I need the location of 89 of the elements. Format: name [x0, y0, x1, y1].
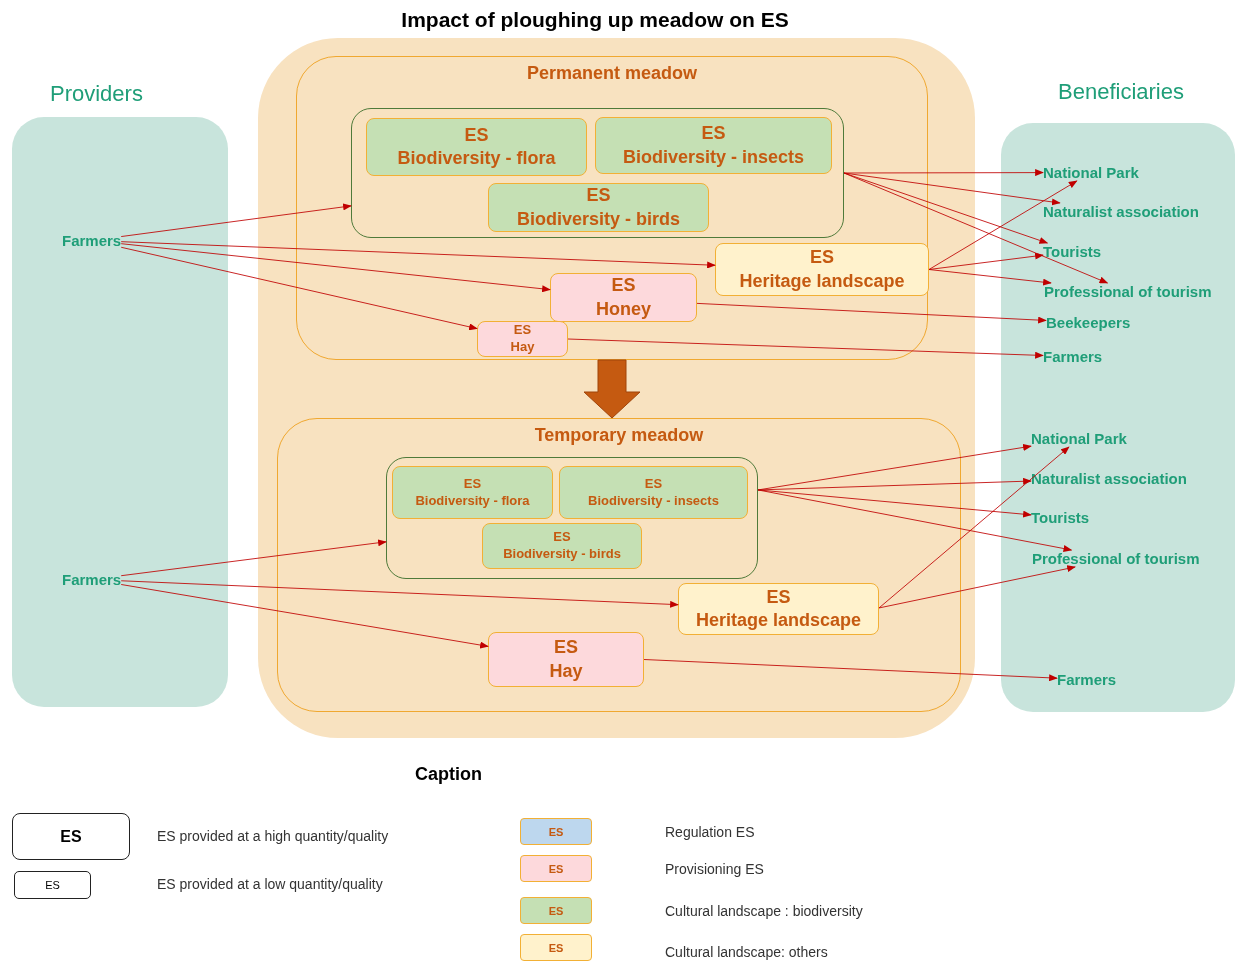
service-code: ES — [464, 123, 489, 147]
legend-heading: Caption — [415, 764, 482, 785]
swatch-code: ES — [548, 862, 564, 875]
arrow — [120, 203, 352, 238]
swatch-code: ES — [548, 825, 564, 838]
panel-heading: Beneficiaries — [1058, 79, 1184, 105]
panel-heading: Providers — [50, 81, 143, 107]
meadow-area-background — [258, 38, 975, 738]
stakeholder-label: National Park — [1031, 430, 1127, 447]
service-box — [595, 117, 832, 174]
arrow — [643, 659, 1058, 682]
stakeholder-label: Beekeepers — [1046, 314, 1131, 331]
legend-text: Provisioning ES — [665, 861, 764, 877]
meadow-box — [277, 418, 961, 712]
arrow — [928, 180, 1078, 270]
sample-code: ES — [45, 879, 60, 891]
arrow — [120, 243, 551, 293]
diagram-title: Impact of ploughing up meadow on ES — [400, 8, 790, 32]
service-group-box — [386, 457, 758, 579]
stakeholder-label: Farmers — [1057, 671, 1117, 688]
meadow-box — [296, 56, 928, 360]
arrow — [120, 580, 679, 608]
service-code: ES — [810, 246, 834, 270]
arrow — [120, 584, 489, 649]
stakeholder-label: Professional of tourism — [1044, 283, 1212, 300]
stakeholder-label: Naturalist association — [1031, 470, 1187, 487]
service-box — [366, 118, 587, 176]
service-box — [715, 243, 929, 296]
stakeholder-label: Tourists — [1043, 243, 1102, 260]
service-name: Hay — [549, 659, 583, 683]
legend-text: ES provided at a low quantity/quality — [157, 876, 383, 892]
service-box — [488, 632, 644, 687]
swatch-code: ES — [548, 904, 564, 917]
stakeholder-label: Farmers — [62, 571, 122, 588]
service-name: Hay — [510, 339, 535, 356]
service-name: Honey — [596, 297, 651, 321]
service-name: Biodiversity - birds — [516, 207, 680, 231]
legend-text: ES provided at a high quantity/quality — [157, 828, 389, 844]
service-box — [488, 183, 709, 232]
meadow-title: Temporary meadow — [533, 425, 705, 446]
arrow — [757, 477, 1032, 491]
service-box — [550, 273, 697, 322]
service-code: ES — [554, 636, 578, 660]
arrow — [120, 246, 478, 331]
arrow — [120, 241, 716, 269]
legend-text: Cultural landscape : biodiversity — [665, 903, 863, 919]
service-code: ES — [766, 585, 791, 609]
service-name: Biodiversity - flora — [415, 492, 530, 510]
service-name: Biodiversity - flora — [397, 147, 556, 170]
service-code: ES — [586, 184, 611, 208]
stakeholder-label: Tourists — [1031, 509, 1090, 526]
service-code: ES — [553, 529, 571, 546]
service-group-box — [351, 108, 844, 238]
arrow — [878, 565, 1076, 609]
legend-text: Regulation ES — [665, 824, 755, 840]
arrow — [120, 539, 387, 577]
service-name: Heritage landscape — [739, 269, 905, 293]
service-code: ES — [701, 122, 726, 146]
stakeholder-label: National Park — [1043, 164, 1139, 181]
arrow — [757, 489, 1073, 552]
stakeholder-label: Farmers — [1043, 348, 1103, 365]
service-code: ES — [513, 322, 532, 339]
service-name: Biodiversity - birds — [503, 546, 621, 563]
legend-text: Cultural landscape: others — [665, 944, 828, 960]
arrow — [928, 269, 1052, 286]
service-name: Biodiversity - insects — [622, 145, 805, 169]
service-box — [678, 583, 879, 635]
arrow — [567, 338, 1044, 359]
service-name: Heritage landscape — [695, 609, 862, 632]
arrow — [878, 446, 1070, 609]
service-box — [477, 321, 568, 357]
service-name: Biodiversity - insects — [588, 492, 719, 510]
service-code: ES — [644, 475, 663, 493]
arrow — [843, 172, 1109, 284]
service-box — [392, 466, 553, 519]
swatch-code: ES — [548, 941, 564, 954]
stakeholder-label: Professional of tourism — [1032, 550, 1200, 567]
arrow — [843, 169, 1044, 177]
service-box — [559, 466, 748, 519]
meadow-title: Permanent meadow — [525, 63, 699, 84]
service-box — [482, 523, 642, 569]
arrow — [696, 302, 1047, 324]
service-code: ES — [611, 274, 636, 298]
arrow — [757, 489, 1032, 518]
sample-code: ES — [60, 827, 82, 846]
stakeholder-label: Naturalist association — [1043, 203, 1199, 220]
service-code: ES — [463, 475, 482, 493]
block-arrow — [583, 359, 641, 419]
stakeholder-label: Farmers — [62, 232, 122, 249]
